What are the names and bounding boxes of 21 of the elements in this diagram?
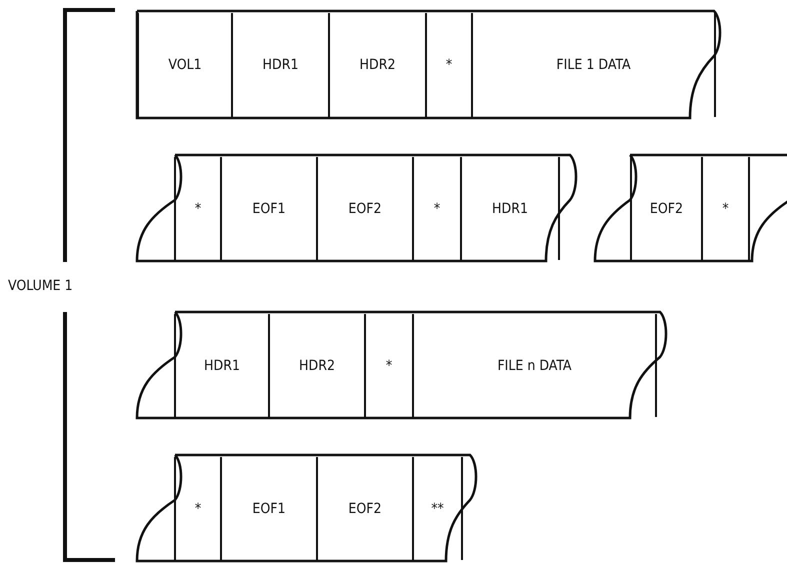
tape-record: EOF1 (220, 157, 318, 260)
tape-record: HDR2 (268, 314, 366, 417)
tape-record: EOF2 (316, 457, 414, 560)
tape-record: FILE 1 DATA (471, 13, 716, 117)
tape-record: VOL1 (137, 13, 233, 117)
tape-record: HDR2 (328, 13, 427, 117)
tape-record: * (364, 314, 414, 417)
tape-record: * (412, 157, 462, 260)
tape-record: * (174, 157, 222, 260)
tape-record: EOF2 (630, 157, 703, 260)
tape-record: HDR1 (460, 157, 560, 260)
tape-record: ** (412, 457, 463, 560)
tape-record: HDR1 (231, 13, 330, 117)
tape-record: EOF2 (316, 157, 414, 260)
tape-record: * (425, 13, 473, 117)
tape-record: * (174, 457, 222, 560)
tape-record: * (701, 157, 750, 260)
volume-label: VOLUME 1 (8, 278, 73, 294)
tape-record: FILE n DATA (412, 314, 657, 417)
tape-record: HDR1 (174, 314, 270, 417)
tape-record: EOF1 (220, 457, 318, 560)
